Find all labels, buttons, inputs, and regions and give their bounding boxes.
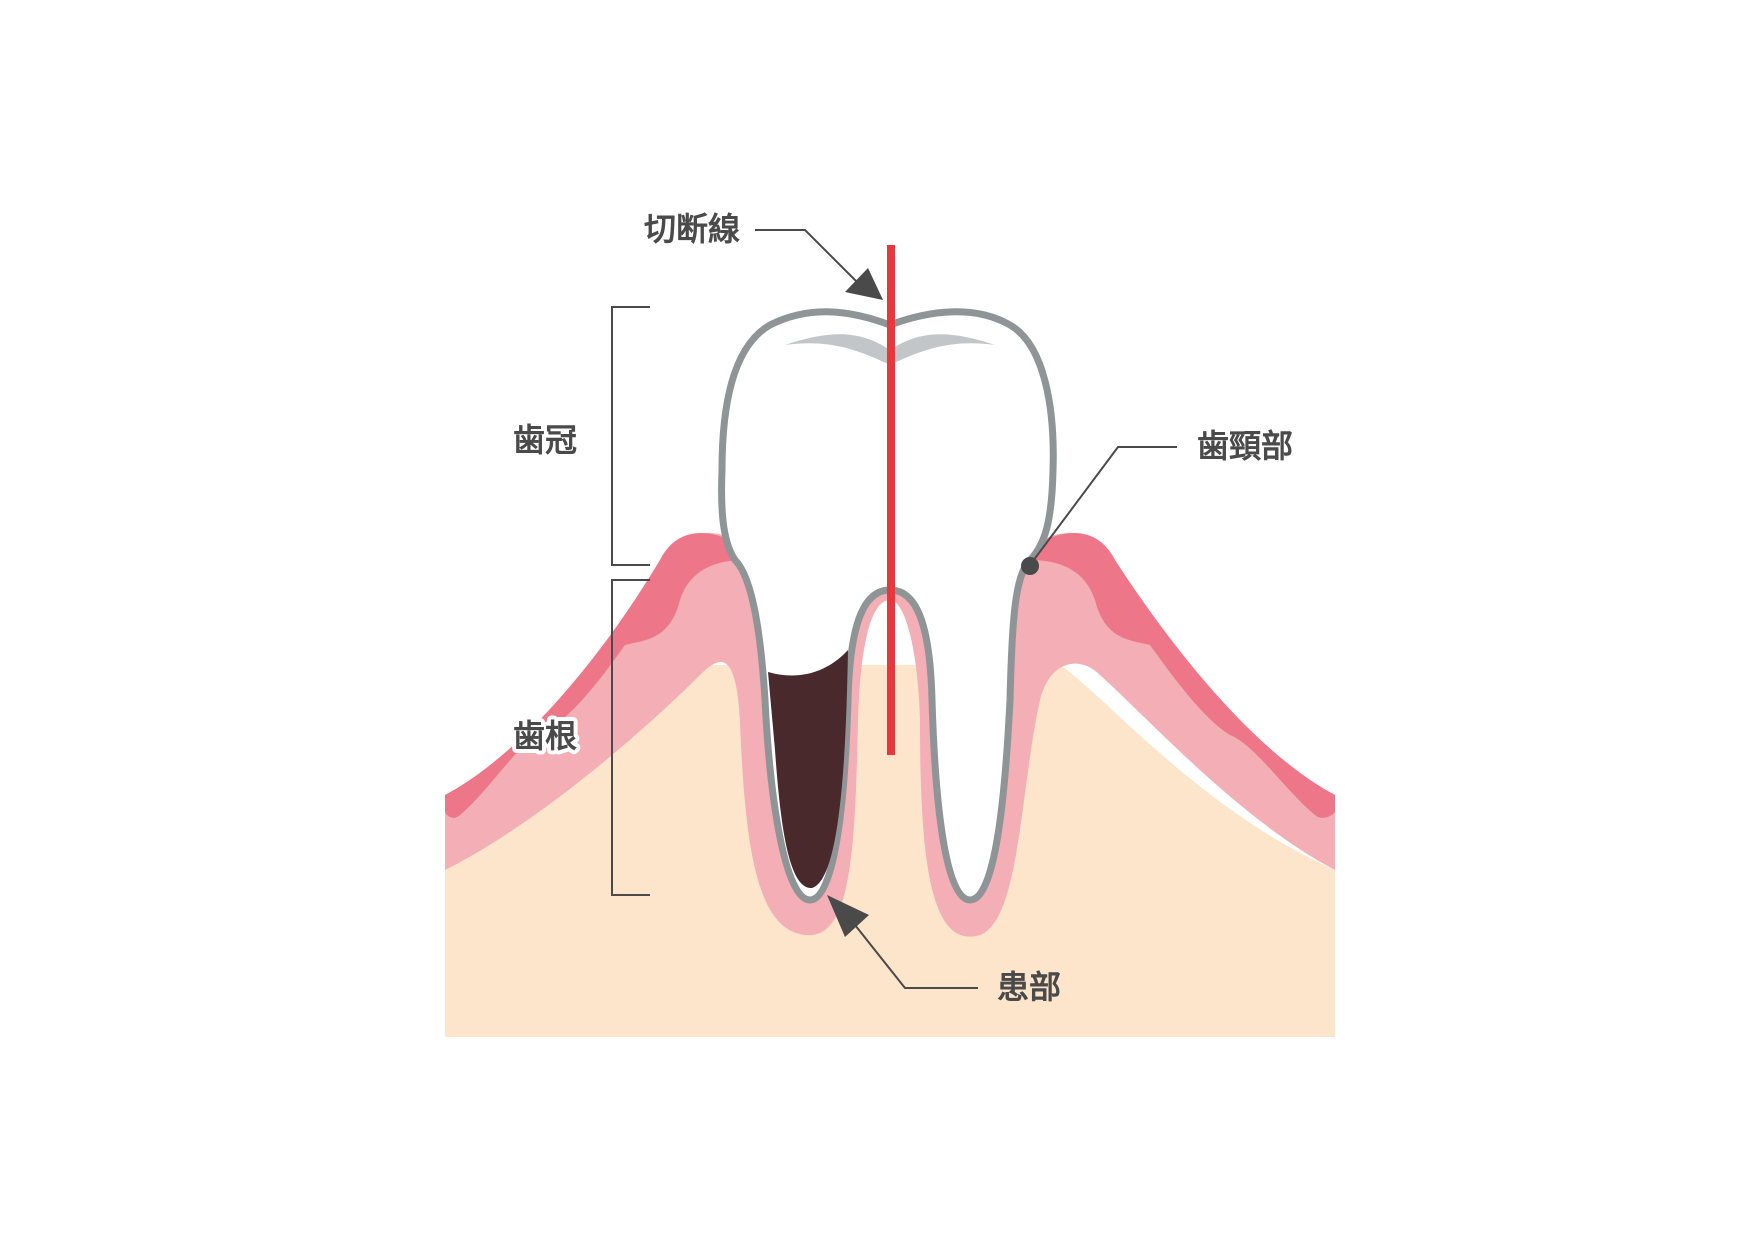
lesion-area	[768, 650, 848, 889]
gum-dark	[445, 533, 745, 818]
root-label: 歯根	[513, 717, 577, 755]
arrow-head-icon	[845, 268, 883, 300]
lesion-arrow-head-icon	[827, 895, 869, 937]
cut-line	[887, 245, 895, 755]
cut-line-label: 切断線	[644, 210, 740, 248]
neck-label: 歯頸部	[1197, 427, 1293, 465]
crown-label: 歯冠	[513, 421, 577, 459]
gum-light	[445, 533, 1335, 937]
enamel-groove	[785, 334, 995, 365]
root-bracket	[611, 579, 650, 896]
crown-bracket	[611, 306, 650, 566]
neck-leader	[1029, 446, 1177, 566]
cut-line-leader	[755, 229, 861, 286]
lesion-leader	[854, 924, 978, 989]
gum-dark-right	[1030, 533, 1335, 818]
dot-marker-icon	[1021, 557, 1039, 575]
jaw-bone	[445, 665, 1335, 1037]
lesion-label: 患部	[997, 968, 1061, 1006]
